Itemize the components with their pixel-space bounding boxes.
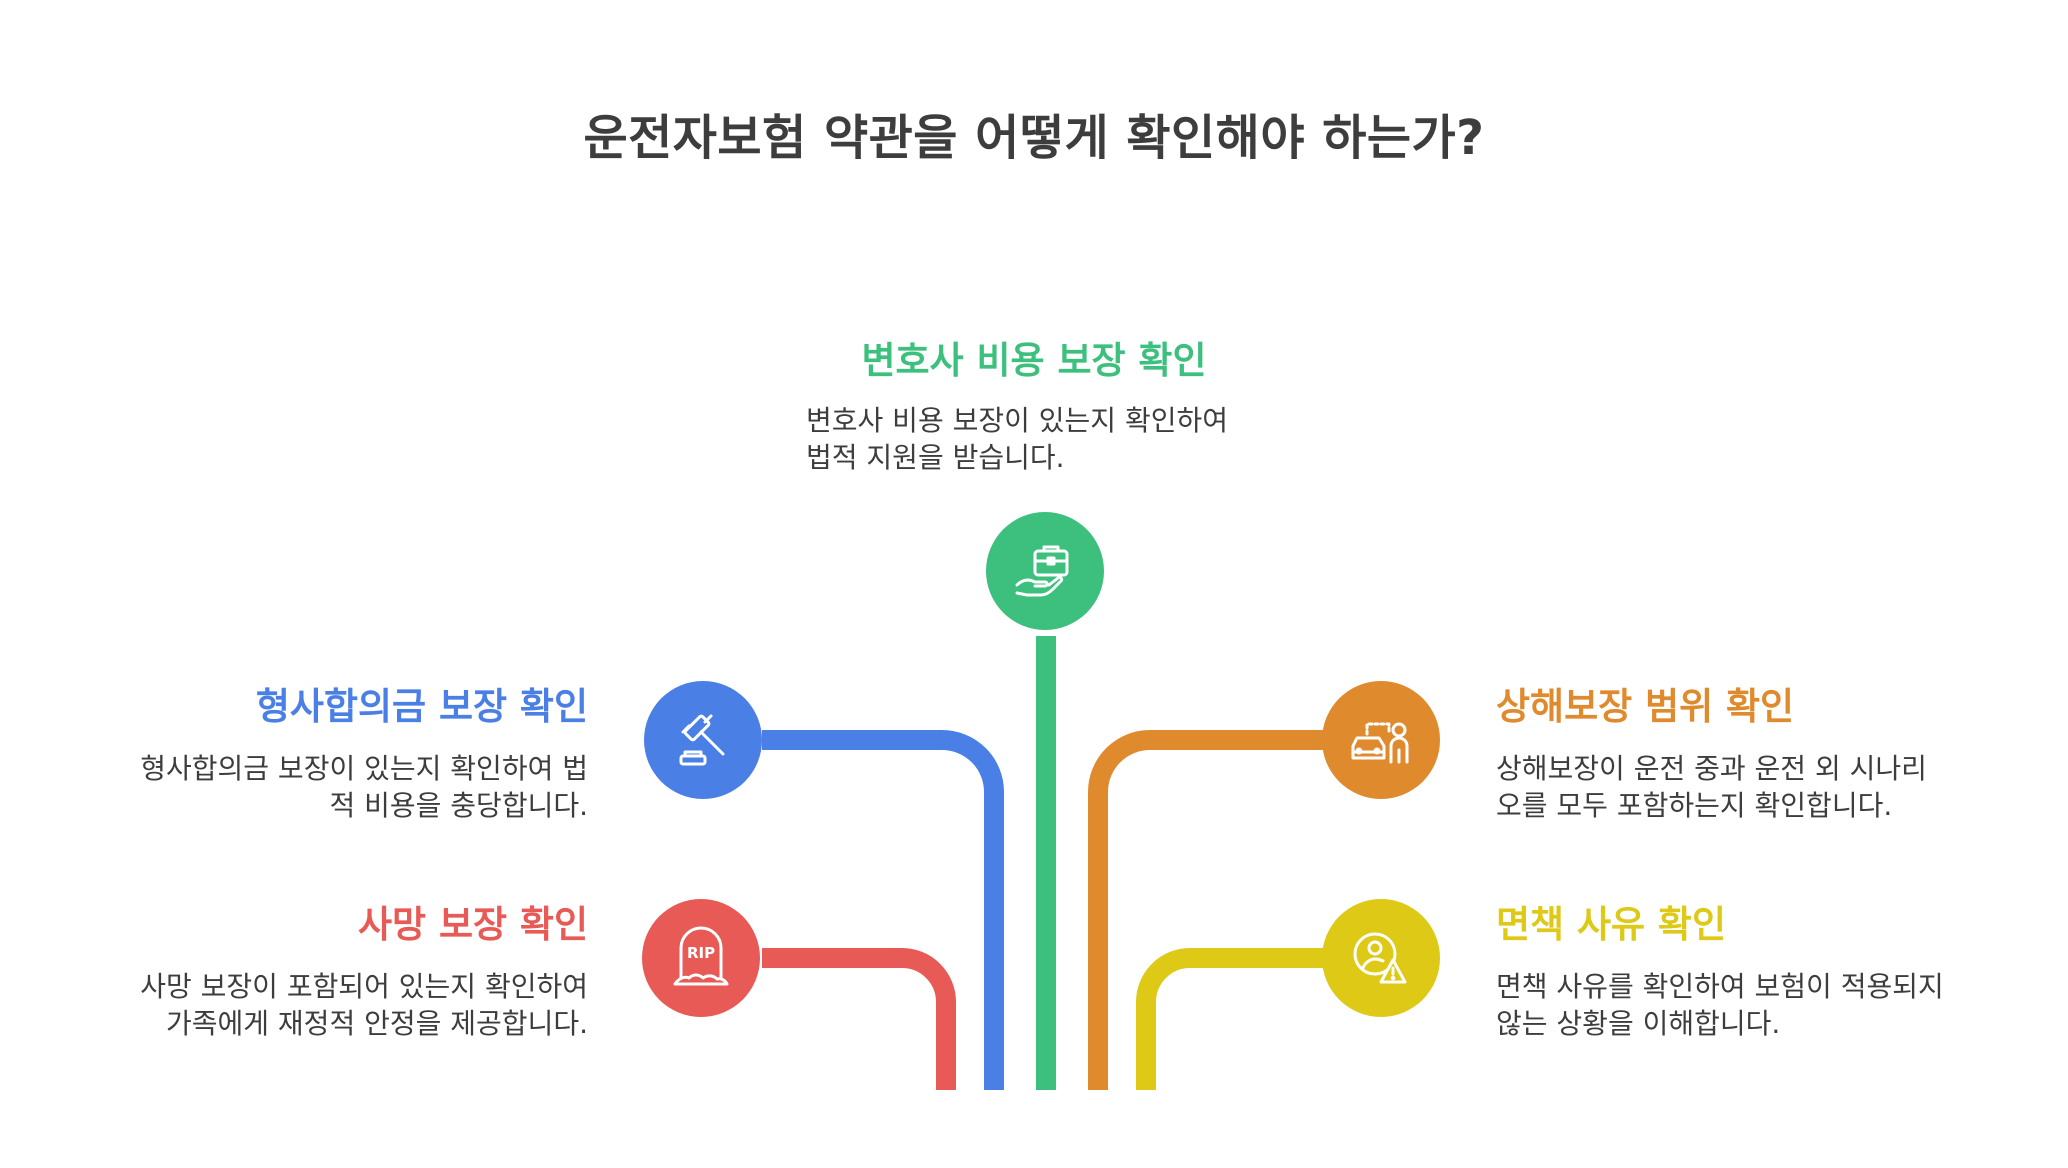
- connector-red: [762, 948, 956, 1090]
- desc-criminal-settlement-line2: 적 비용을 충당합니다.: [329, 789, 588, 822]
- person-warning-icon: [1353, 932, 1407, 984]
- desc-exemption-reasons-line2: 않는 상황을 이해합니다.: [1496, 1007, 1781, 1040]
- exemption-reasons-node: [1322, 899, 1440, 1017]
- desc-injury-coverage-line2: 오를 모두 포함하는지 확인합니다.: [1496, 789, 1893, 822]
- desc-exemption-reasons-line1: 면책 사유를 확인하여 보험이 적용되지: [1496, 970, 1944, 1003]
- heading-lawyer-fee: 변호사 비용 보장 확인: [861, 339, 1207, 382]
- connector-orange: [1088, 730, 1332, 1090]
- criminal-settlement-node: [644, 681, 762, 799]
- heading-death-coverage: 사망 보장 확인: [357, 903, 588, 946]
- heading-exemption-reasons: 면책 사유 확인: [1496, 903, 1727, 946]
- page-title: 운전자보험 약관을 어떻게 확인해야 하는가?: [583, 110, 1485, 166]
- desc-criminal-settlement-line1: 형사합의금 보장이 있는지 확인하여 법: [140, 752, 588, 785]
- desc-death-coverage-line2: 가족에게 재정적 안정을 제공합니다.: [165, 1007, 588, 1040]
- desc-lawyer-fee-line1: 변호사 비용 보장이 있는지 확인하여: [806, 404, 1229, 437]
- connector-blue: [762, 730, 1004, 1090]
- tombstone-icon: RIP: [673, 926, 729, 986]
- heading-criminal-settlement: 형사합의금 보장 확인: [255, 685, 588, 728]
- desc-death-coverage-line1: 사망 보장이 포함되어 있는지 확인하여: [140, 970, 588, 1003]
- injury-coverage-node: [1322, 681, 1440, 799]
- gavel-icon: [679, 714, 725, 766]
- connector-yellow: [1136, 948, 1332, 1090]
- tombstone-rip-text: RIP: [687, 944, 715, 962]
- car-person-icon: [1351, 722, 1409, 764]
- heading-injury-coverage: 상해보장 범위 확인: [1496, 685, 1795, 728]
- lawyer-fee-node: [986, 512, 1104, 630]
- desc-lawyer-fee-line2: 법적 지원을 받습니다.: [806, 441, 1065, 474]
- briefcase-hand-icon: [1015, 545, 1069, 597]
- desc-injury-coverage-line1: 상해보장이 운전 중과 운전 외 시나리: [1496, 752, 1927, 785]
- death-coverage-node: RIP: [642, 899, 760, 1017]
